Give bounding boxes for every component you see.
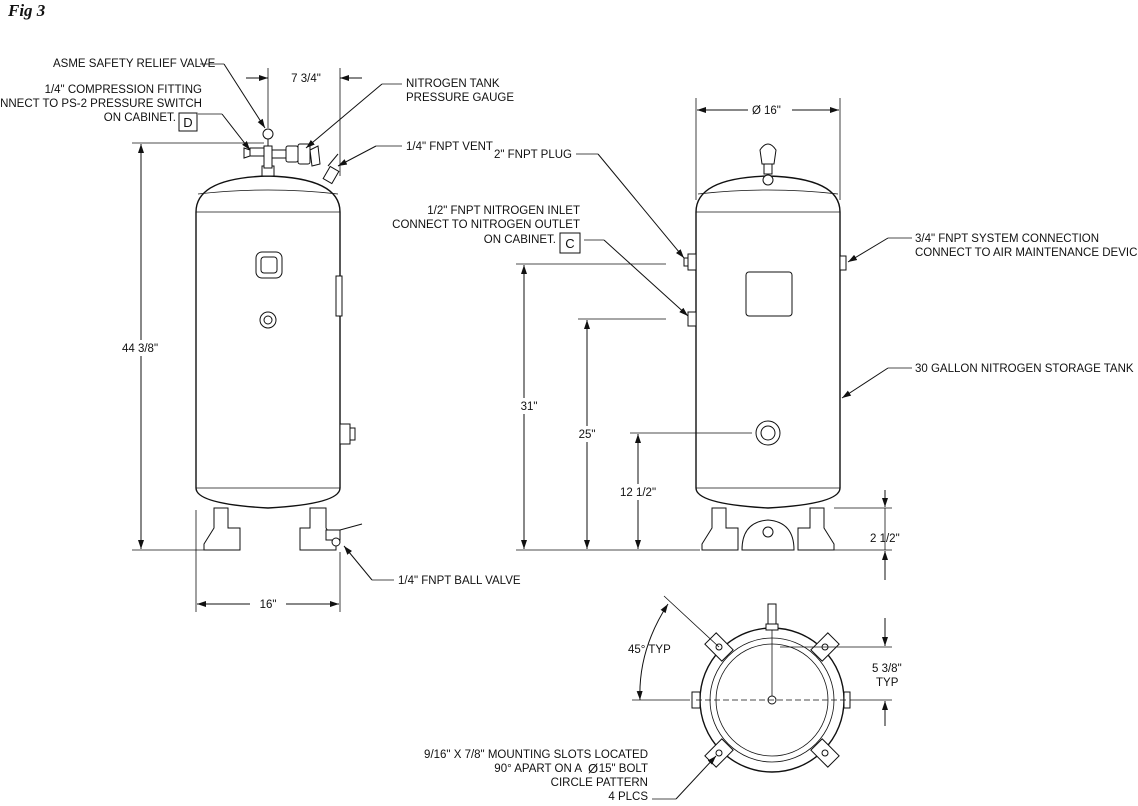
dim-diameter-symbol: Ø: [752, 105, 761, 117]
label-inlet-2: CONNECT TO NITROGEN OUTLET: [392, 219, 580, 231]
callout-d: D: [183, 115, 192, 130]
dim-width-front: 16": [260, 599, 277, 611]
label-gauge-2: PRESSURE GAUGE: [406, 92, 514, 104]
side-inlet-port: [687, 311, 697, 327]
front-side-port: [339, 423, 351, 445]
dim-top-offset: 7 3/4": [291, 73, 321, 85]
front-side-bracket: [335, 275, 343, 317]
side-view: [683, 143, 847, 551]
dim-offset-2: TYP: [876, 677, 899, 689]
front-leg-left: [203, 507, 241, 551]
label-inlet-3: ON CABINET.: [484, 234, 556, 246]
front-ball-valve: [325, 523, 363, 547]
label-slots-1: 9/16" X 7/8" MOUNTING SLOTS LOCATED: [424, 749, 648, 761]
front-top-valve-assembly: [243, 128, 340, 185]
label-slots-diameter-symbol: Ø: [588, 761, 598, 776]
callout-c: C: [565, 236, 574, 251]
dim-diameter: 16": [764, 105, 781, 117]
label-slots-2: 90° APART ON A: [494, 763, 582, 775]
side-lifting-eye: [759, 143, 777, 186]
figure-title: Fig 3: [7, 1, 46, 20]
label-gauge-1: NITROGEN TANK: [406, 78, 500, 90]
label-slots-3: CIRCLE PATTERN: [551, 777, 648, 789]
dim-h25: 25": [579, 429, 596, 441]
dimension-lines: [132, 68, 892, 726]
front-leg-right: [299, 507, 337, 551]
dim-h2: 2 1/2": [870, 533, 900, 545]
label-compression-fitting-1: 1/4" COMPRESSION FITTING: [45, 84, 202, 96]
side-tank-shell: [695, 175, 841, 509]
front-view: [195, 128, 363, 551]
front-tank-shell: [195, 175, 341, 509]
side-system-port: [839, 255, 847, 271]
callout-box-d: [178, 112, 198, 132]
label-asme-valve: ASME SAFETY RELIEF VALVE: [53, 58, 216, 70]
dim-overall-height: 44 3/8": [122, 343, 158, 355]
callout-box-c: [559, 232, 581, 254]
label-plug: 2" FNPT PLUG: [494, 149, 572, 161]
label-compression-fitting-2: CONNECT TO PS-2 PRESSURE SWITCH: [0, 98, 202, 110]
label-slots-4: 4 PLCS: [608, 791, 648, 803]
dim-offset-1: 5 3/8": [872, 663, 902, 675]
label-compression-fitting-3: ON CABINET.: [104, 112, 176, 124]
nameplate: [745, 271, 793, 317]
label-inlet-1: 1/2" FNPT NITROGEN INLET: [427, 205, 580, 217]
leader-lines: [198, 63, 912, 800]
label-vent: 1/4" FNPT VENT: [406, 141, 493, 153]
dim-h12: 12 1/2": [620, 487, 656, 499]
label-system-conn-1: 3/4" FNPT SYSTEM CONNECTION: [915, 233, 1099, 245]
dim-angle: 45° TYP: [628, 644, 671, 656]
label-ball-valve: 1/4" FNPT BALL VALVE: [398, 575, 521, 587]
side-plug-port: [687, 253, 697, 271]
label-system-conn-2: CONNECT TO AIR MAINTENANCE DEVICE: [915, 247, 1138, 259]
bottom-view: [691, 603, 851, 773]
dim-h31: 31": [521, 401, 538, 413]
label-storage-tank: 30 GALLON NITROGEN STORAGE TANK: [915, 363, 1134, 375]
label-slots-2b: 15" BOLT: [599, 763, 648, 775]
